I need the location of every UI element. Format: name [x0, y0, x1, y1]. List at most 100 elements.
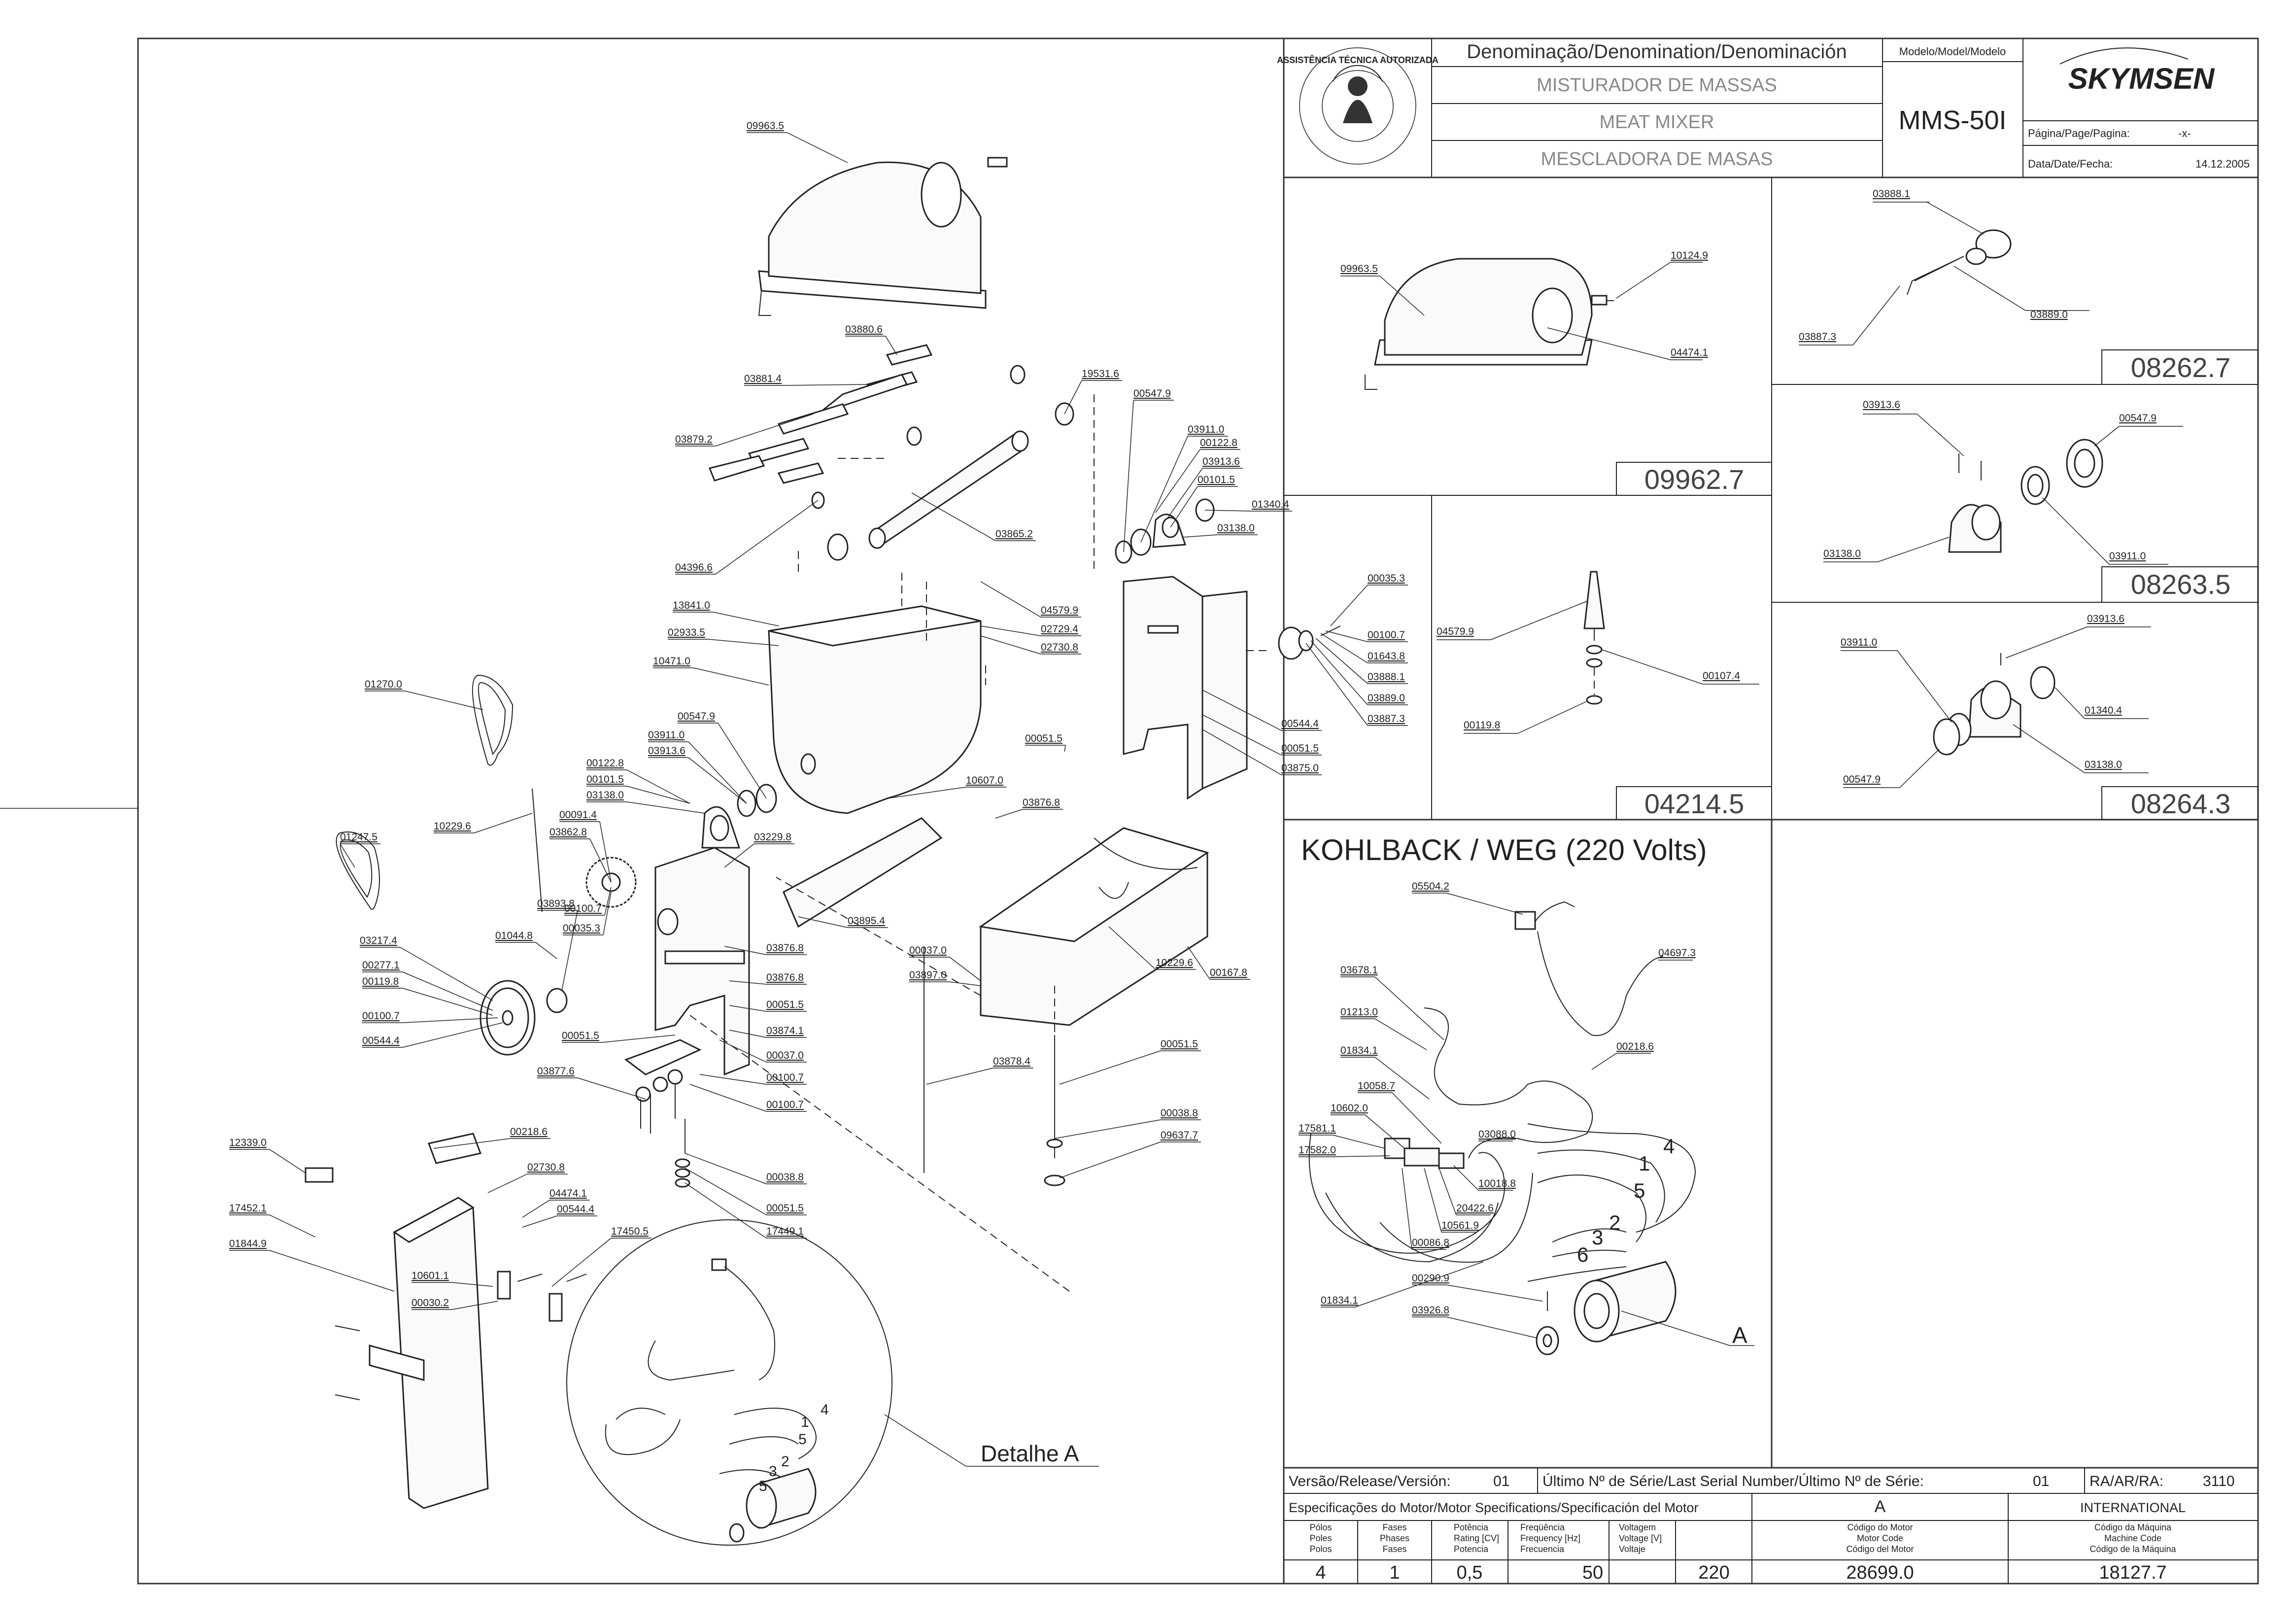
part-label: 00547.9 [678, 711, 715, 722]
part-label: 03088.0 [1478, 1129, 1516, 1140]
part-label: 10229.6 [434, 821, 471, 832]
leader-line [1310, 640, 1368, 705]
motor-panel-title: KOHLBACK / WEG (220 Volts) [1301, 833, 1707, 866]
part-label: 20422.6 [1456, 1203, 1494, 1214]
part-label: 00218.6 [1616, 1041, 1654, 1052]
part-label: 00122.8 [1200, 437, 1237, 449]
part-label: 17452.1 [229, 1203, 267, 1214]
spec-header-text: Rating [CV] [1454, 1533, 1499, 1543]
spec-header-motor-code: Código do Motor Motor Code Código del Mo… [1846, 1522, 1914, 1554]
leader-line [713, 612, 779, 626]
spec-motor-letter: A [1875, 1497, 1886, 1516]
leader-line [729, 1005, 767, 1012]
part-label: 04579.9 [1041, 605, 1078, 616]
part-label: 00107.4 [1703, 670, 1740, 682]
part-label: 09963.5 [747, 120, 784, 132]
part-label: 03887.3 [1799, 331, 1836, 343]
leader-line [995, 809, 1023, 819]
spec-header-power: Potência Rating [CV] Potencia [1454, 1522, 1499, 1554]
version-label: Versão/Release/Versión: [1289, 1473, 1451, 1489]
part-label: 03138.0 [586, 790, 624, 801]
part-label: 03876.8 [1023, 797, 1060, 808]
part-label: 00122.8 [586, 758, 624, 769]
leader-line [980, 635, 1041, 655]
model-value: MMS-50I [1898, 105, 2006, 135]
part-label: 17449.1 [766, 1226, 804, 1237]
title-block: ASSISTÊNCIA TÉCNICA AUTORIZADA Denominaç… [1277, 37, 2259, 178]
part-label: 03913.6 [1863, 399, 1900, 411]
wire-number: 4 [821, 1402, 829, 1418]
part-label: 00051.5 [562, 1030, 599, 1041]
part-label: 00544.4 [1281, 718, 1319, 729]
motor-wiring-panel: KOHLBACK / WEG (220 Volts) A 4 1 5 2 3 6 [1283, 819, 1773, 1469]
leader-line [603, 892, 612, 935]
leader-line [535, 942, 557, 959]
part-label: 03138.0 [1823, 548, 1861, 559]
part-label: 00544.4 [557, 1204, 594, 1215]
part-label: 03888.1 [1368, 671, 1405, 683]
part-label: 10607.0 [966, 775, 1003, 786]
part-label: 03876.8 [766, 942, 804, 954]
part-label: 05504.2 [1412, 881, 1449, 892]
part-label: 17581.1 [1299, 1123, 1336, 1134]
kit-code: 08264.3 [2131, 788, 2230, 819]
part-label: 03229.8 [754, 831, 791, 843]
wire-number: 2 [1609, 1211, 1620, 1234]
spec-header-text: Phases [1380, 1533, 1409, 1543]
spec-header-text: Frecuencia [1520, 1544, 1565, 1554]
spec-power-value: 0,5 [1457, 1562, 1483, 1583]
leader-line [685, 1182, 767, 1239]
leader-line [402, 1017, 498, 1023]
part-label: 03877.6 [537, 1066, 575, 1077]
spec-header-phases: Fases Phases Fases [1380, 1522, 1409, 1554]
spec-header-text: Voltage [V] [1619, 1533, 1662, 1543]
main-exploded-view: Detalhe A 4 1 5 2 3 5 [305, 157, 1341, 1546]
leader-line [1315, 638, 1368, 684]
leader-line [689, 1084, 767, 1112]
spec-frequency-value: 50 [1582, 1562, 1603, 1583]
part-label: 03889.0 [1368, 692, 1405, 704]
part-label: 00547.9 [1843, 774, 1881, 785]
leader-line [340, 843, 355, 868]
leader-line [451, 1301, 498, 1310]
part-label: 04474.1 [1671, 347, 1708, 358]
part-label: 02730.8 [527, 1162, 565, 1173]
leader-line [1054, 1119, 1161, 1139]
part-label: 00119.8 [362, 976, 399, 987]
leader-line [685, 1168, 767, 1215]
leader-line [715, 414, 814, 447]
leader-line [729, 980, 767, 985]
page-value: -x- [2178, 127, 2191, 139]
part-label: 03897.0 [909, 969, 947, 981]
spec-header-text: Machine Code [2104, 1533, 2161, 1543]
spec-phases-value: 1 [1389, 1562, 1400, 1583]
wire-number: 1 [1639, 1152, 1650, 1175]
leader-line [688, 741, 747, 804]
part-label: 03888.1 [1873, 188, 1910, 200]
part-label: 01044.8 [495, 930, 533, 941]
leader-line [561, 910, 578, 991]
leader-line [400, 947, 493, 1001]
part-label: 04697.3 [1658, 947, 1696, 959]
leader-line [577, 1077, 646, 1100]
ra-value: 3110 [2203, 1473, 2235, 1489]
part-label: 09637.7 [1161, 1130, 1198, 1141]
part-label: 03911.0 [1188, 424, 1224, 435]
spec-header-text: Código da Máquina [2094, 1522, 2172, 1532]
part-label: 09963.5 [1340, 263, 1378, 275]
part-label: 03874.1 [766, 1025, 804, 1037]
part-label: 03895.4 [848, 915, 885, 927]
kit-04214-5: 04214.5 04579.9 00107.4 00119.8 [1437, 571, 1772, 820]
part-label: 03862.8 [549, 827, 587, 838]
part-label: 00100.7 [766, 1099, 804, 1110]
spec-header-text: Voltagem [1619, 1522, 1656, 1532]
wire-number: 5 [1634, 1179, 1645, 1202]
leader-line [798, 916, 848, 928]
leader-line [433, 1138, 511, 1149]
spec-header-frequency: Freqüência Frequency [Hz] Frecuencia [1520, 1522, 1580, 1554]
leader-line [688, 757, 747, 804]
part-label: 01270.0 [365, 679, 402, 690]
part-label: 02730.8 [1041, 642, 1078, 653]
leader-line [602, 1035, 676, 1043]
